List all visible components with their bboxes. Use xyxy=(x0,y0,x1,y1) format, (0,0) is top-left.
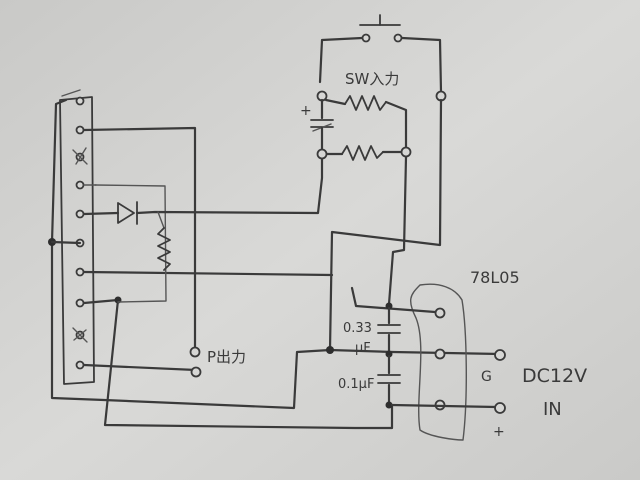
output-wire-1 xyxy=(82,126,201,358)
cap2-value: 0.1μF xyxy=(338,377,374,392)
cap1-unit: μF xyxy=(355,341,371,356)
input-plus-label: + xyxy=(493,424,505,440)
inner-block xyxy=(83,184,167,303)
switch-resistors xyxy=(324,95,412,306)
diode xyxy=(82,153,324,225)
pin-9-nc-mark xyxy=(72,327,88,343)
capacitor-0-33uf xyxy=(377,306,401,354)
battery-plus: + xyxy=(300,103,312,119)
pin-3-nc-mark xyxy=(72,147,88,165)
regulator-output-wire xyxy=(350,286,437,314)
dc-ground-terminal xyxy=(494,349,506,361)
input-rail xyxy=(390,349,506,414)
regulator-out-pin xyxy=(434,307,446,319)
input-label: IN xyxy=(543,399,562,420)
return-wire xyxy=(326,98,443,354)
battery-cell xyxy=(310,90,334,160)
pin-1 xyxy=(75,96,85,106)
dc-plus-terminal xyxy=(494,402,506,414)
switch xyxy=(318,14,447,102)
block-resistor xyxy=(157,211,171,271)
output-wire-2 xyxy=(82,270,334,378)
pin-10 xyxy=(75,360,85,370)
pin-5 xyxy=(75,209,85,219)
ground-label: G xyxy=(481,369,492,385)
regulator-label: 78L05 xyxy=(470,268,520,287)
switch-label: SW入力 xyxy=(345,70,399,88)
p-output-label: P出力 xyxy=(207,348,246,366)
dc-voltage-label: DC12V xyxy=(522,365,587,387)
pin-7 xyxy=(75,267,85,277)
pin-8 xyxy=(75,298,85,308)
capacitor-0-1uf xyxy=(377,350,401,409)
pin-4 xyxy=(75,180,85,190)
p-output-terminal-1 xyxy=(189,346,201,358)
ground-bus xyxy=(48,98,502,410)
pin-2 xyxy=(75,125,85,135)
p-output-terminal-2 xyxy=(190,366,202,378)
regulator-gnd-pin xyxy=(434,348,446,360)
connector-pins xyxy=(72,96,88,370)
cap1-value: 0.33 xyxy=(343,321,372,336)
